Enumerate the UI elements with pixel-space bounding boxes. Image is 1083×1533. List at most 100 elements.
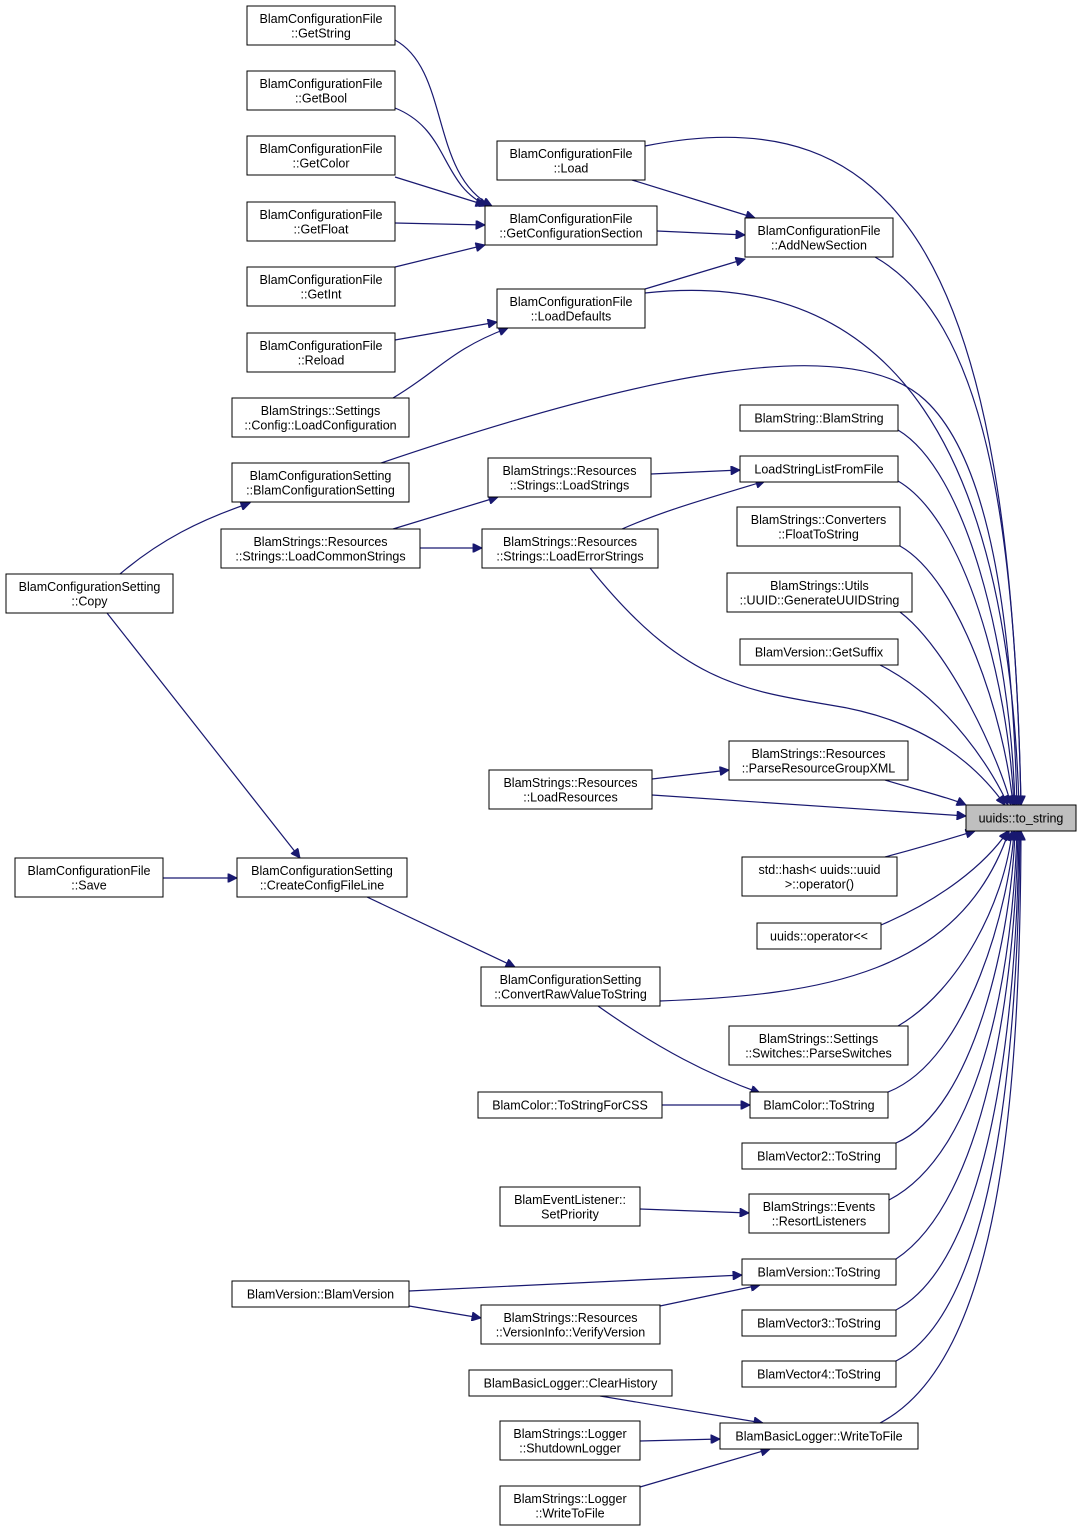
node-label: BlamBasicLogger::ClearHistory [484, 1377, 658, 1391]
node-addnewsection[interactable]: BlamConfigurationFile::AddNewSection [744, 217, 894, 258]
node-blamversion[interactable]: BlamVersion::BlamVersion [231, 1280, 410, 1308]
call-edge-color_tostring-to-to_string [887, 831, 1014, 1093]
node-box [719, 1422, 919, 1450]
node-label: BlamStrings::Resources [502, 464, 636, 478]
node-box [231, 1280, 410, 1308]
node-label: BlamStrings::Logger [513, 1492, 626, 1506]
node-getfloat[interactable]: BlamConfigurationFile::GetFloat [246, 201, 396, 242]
edge-path [884, 831, 975, 858]
node-label: ::LoadDefaults [531, 309, 612, 323]
node-label: BlamStrings::Logger [513, 1427, 626, 1441]
node-label: BlamColor::ToString [763, 1099, 874, 1113]
node-label: uuids::operator<< [770, 930, 868, 944]
node-label: BlamStrings::Resources [503, 776, 637, 790]
node-getbool[interactable]: BlamConfigurationFile::GetBool [246, 70, 396, 111]
node-blamstring[interactable]: BlamString::BlamString [739, 404, 899, 432]
node-label: BlamConfigurationFile [260, 142, 383, 156]
edge-path [394, 107, 488, 206]
call-edge-getcfgsection-to-addnewsection [656, 231, 745, 235]
node-resortlisteners[interactable]: BlamStrings::Events::ResortListeners [748, 1193, 890, 1234]
node-tostringcss[interactable]: BlamColor::ToStringForCSS [477, 1091, 663, 1119]
node-copy[interactable]: BlamConfigurationSetting::Copy [5, 573, 174, 614]
node-getcfgsection[interactable]: BlamConfigurationFile::GetConfigurationS… [484, 205, 658, 246]
node-getint[interactable]: BlamConfigurationFile::GetInt [246, 266, 396, 307]
node-clearhistory[interactable]: BlamBasicLogger::ClearHistory [468, 1369, 673, 1397]
node-getsuffix[interactable]: BlamVersion::GetSuffix [739, 638, 899, 666]
node-to-string[interactable]: uuids::to_string [965, 804, 1077, 832]
node-genuuid[interactable]: BlamStrings::Utils::UUID::GenerateUUIDSt… [726, 572, 913, 613]
call-edge-vec3_tostring-to-to_string [895, 831, 1019, 1311]
node-shutdownlogger[interactable]: BlamStrings::Logger::ShutdownLogger [499, 1420, 641, 1461]
node-label: ::BlamConfigurationSetting [246, 483, 395, 497]
node-vec3-tostring[interactable]: BlamVector3::ToString [741, 1309, 897, 1337]
node-load[interactable]: BlamConfigurationFile::Load [496, 140, 646, 181]
edge-path [899, 611, 1011, 805]
node-createcfgline[interactable]: BlamConfigurationSetting::CreateConfigFi… [236, 857, 408, 898]
node-label: ::Load [554, 161, 589, 175]
edge-path [380, 365, 1017, 805]
edge-path [119, 503, 250, 575]
node-label: ::GetBool [295, 91, 347, 105]
node-parseswitches[interactable]: BlamStrings::Settings::Switches::ParseSw… [728, 1025, 909, 1066]
node-getcolor[interactable]: BlamConfigurationFile::GetColor [246, 135, 396, 176]
node-label: BlamVersion::GetSuffix [755, 646, 884, 660]
node-label: ::Copy [71, 594, 108, 608]
node-hash[interactable]: std::hash< uuids::uuid >::operator() [741, 856, 898, 897]
node-label: BlamConfigurationFile [260, 273, 383, 287]
node-loadresources[interactable]: BlamStrings::Resources::LoadResources [488, 769, 653, 810]
node-box [496, 288, 646, 329]
node-parsergxml[interactable]: BlamStrings::Resources::ParseResourceGro… [728, 740, 909, 781]
node-loadconfig[interactable]: BlamStrings::Settings::Config::LoadConfi… [231, 397, 410, 438]
edge-path [644, 259, 745, 290]
call-edge-setpriority-to-resortlisteners [639, 1209, 749, 1213]
call-edge-parsergxml-to-to_string [884, 779, 966, 805]
call-edge-operator-to-to_string [880, 831, 1008, 926]
node-box [748, 1193, 890, 1234]
node-reload[interactable]: BlamConfigurationFile::Reload [246, 332, 396, 373]
node-layer: uuids::to_string BlamConfigurationFile::G… [5, 5, 1077, 1526]
call-edge-reload-to-loaddefaults [394, 322, 497, 341]
call-edge-convertraw-to-color_tostring [597, 1005, 760, 1093]
node-label: BlamVector4::ToString [757, 1368, 881, 1382]
node-loadstringlist[interactable]: LoadStringListFromFile [739, 455, 899, 483]
call-edge-writetofile_logger-to-writetofile [639, 1449, 770, 1488]
node-box [728, 740, 909, 781]
node-floattostring[interactable]: BlamStrings::Converters::FloatToString [736, 506, 901, 547]
node-save[interactable]: BlamConfigurationFile::Save [14, 857, 164, 898]
node-loadstrings[interactable]: BlamStrings::Resources::Strings::LoadStr… [487, 457, 652, 498]
edge-path [897, 831, 1012, 1027]
node-convertraw[interactable]: BlamConfigurationSetting::ConvertRawValu… [480, 966, 661, 1007]
call-edge-convertraw-to-to_string [659, 831, 1009, 1002]
node-label: uuids::to_string [979, 812, 1064, 826]
edge-path [879, 831, 1021, 1424]
call-edge-loadresources-to-to_string [651, 794, 966, 816]
node-vec2-tostring[interactable]: BlamVector2::ToString [741, 1142, 897, 1170]
node-version-tostring[interactable]: BlamVersion::ToString [741, 1258, 897, 1286]
node-label: ::ConvertRawValueToString [494, 987, 647, 1001]
edge-layer [106, 39, 1021, 1488]
edge-path [639, 1449, 770, 1488]
node-setpriority[interactable]: BlamEventListener::SetPriority [499, 1186, 641, 1227]
node-label: ::Config::LoadConfiguration [244, 418, 396, 432]
node-bcs-ctor[interactable]: BlamConfigurationSetting::BlamConfigurat… [231, 462, 410, 503]
node-operator[interactable]: uuids::operator<< [756, 922, 882, 950]
node-box [488, 769, 653, 810]
node-loaddefaults[interactable]: BlamConfigurationFile::LoadDefaults [496, 288, 646, 329]
call-edge-blamstring-to-to_string [897, 429, 1015, 805]
edge-path [887, 831, 1014, 1093]
call-edge-loadresources-to-parsergxml [651, 770, 729, 780]
node-verifyversion[interactable]: BlamStrings::Resources::VersionInfo::Ver… [480, 1304, 661, 1345]
node-writetofile-logger[interactable]: BlamStrings::Logger::WriteToFile [499, 1485, 641, 1526]
node-label: ::Strings::LoadErrorStrings [496, 549, 643, 563]
node-loadcommon[interactable]: BlamStrings::Resources::Strings::LoadCom… [220, 528, 421, 569]
node-label: BlamConfigurationFile [260, 77, 383, 91]
node-color-tostring[interactable]: BlamColor::ToString [749, 1091, 889, 1119]
call-edge-blamversion-to-verifyversion [408, 1305, 481, 1318]
edge-path [392, 328, 508, 399]
node-loaderror[interactable]: BlamStrings::Resources::Strings::LoadErr… [481, 528, 659, 569]
call-edge-createcfgline-to-convertraw [366, 896, 515, 967]
node-getstring[interactable]: BlamConfigurationFile::GetString [246, 5, 396, 46]
node-vec4-tostring[interactable]: BlamVector4::ToString [741, 1360, 897, 1388]
node-writetofile[interactable]: BlamBasicLogger::WriteToFile [719, 1422, 919, 1450]
